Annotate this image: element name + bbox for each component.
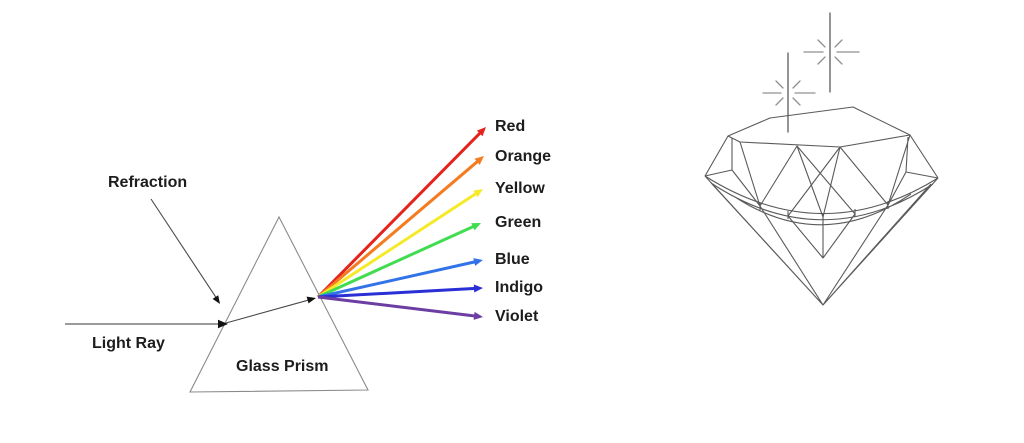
yellow-label: Yellow	[495, 180, 545, 197]
sparkles	[762, 12, 860, 133]
internal-refracted-ray	[225, 299, 311, 324]
light-ray-arrowhead-icon	[218, 319, 228, 329]
spectrum-rays	[316, 129, 484, 318]
green-label: Green	[495, 214, 542, 231]
refraction-label: Refraction	[108, 174, 188, 191]
glass-prism-shape	[189, 215, 369, 393]
green-ray	[317, 223, 478, 299]
diamond-illustration	[695, 0, 955, 320]
blue-ray	[317, 259, 479, 299]
orange-arrowhead-icon	[474, 156, 484, 165]
green-arrowhead-icon	[471, 223, 481, 231]
sparkle-small-diagonals-icon	[775, 80, 801, 106]
blue-arrowhead-icon	[473, 258, 483, 266]
diamond-girdle	[704, 175, 939, 226]
orange-label: Orange	[495, 148, 552, 165]
diamond-artwork	[704, 12, 939, 306]
sparkle-large-diagonals-icon	[817, 39, 843, 65]
diamond-pavilion-facets	[704, 175, 939, 306]
blue-label: Blue	[495, 251, 530, 268]
diamond-facets	[704, 106, 939, 306]
spectrum-ray-arrowheads	[471, 127, 486, 320]
internal-ray-arrowhead-icon	[306, 296, 316, 304]
refraction-pointer-line	[150, 198, 217, 298]
light-ray-label: Light Ray	[92, 335, 165, 352]
diamond-crown-outline	[704, 106, 939, 179]
violet-arrowhead-icon	[473, 311, 483, 320]
indigo-ray	[317, 286, 479, 299]
indigo-label: Indigo	[495, 279, 543, 296]
orange-ray	[317, 158, 482, 299]
yellow-arrowhead-icon	[473, 189, 483, 198]
indigo-arrowhead-icon	[473, 284, 483, 293]
yellow-ray	[317, 190, 480, 299]
red-arrowhead-icon	[476, 127, 486, 137]
diamond-table-edge	[727, 134, 911, 148]
glass-prism-label: Glass Prism	[236, 358, 329, 375]
violet-ray	[317, 295, 479, 318]
diamond-crown-facets	[704, 134, 939, 218]
refraction-arrowhead-icon	[212, 295, 220, 304]
violet-label: Violet	[495, 308, 539, 325]
red-label: Red	[495, 118, 526, 135]
red-ray	[316, 129, 484, 299]
prism-dispersion-diagram: Refraction Light Ray Glass Prism Red Ora…	[65, 118, 552, 393]
prism-diagram-artwork	[65, 127, 486, 393]
